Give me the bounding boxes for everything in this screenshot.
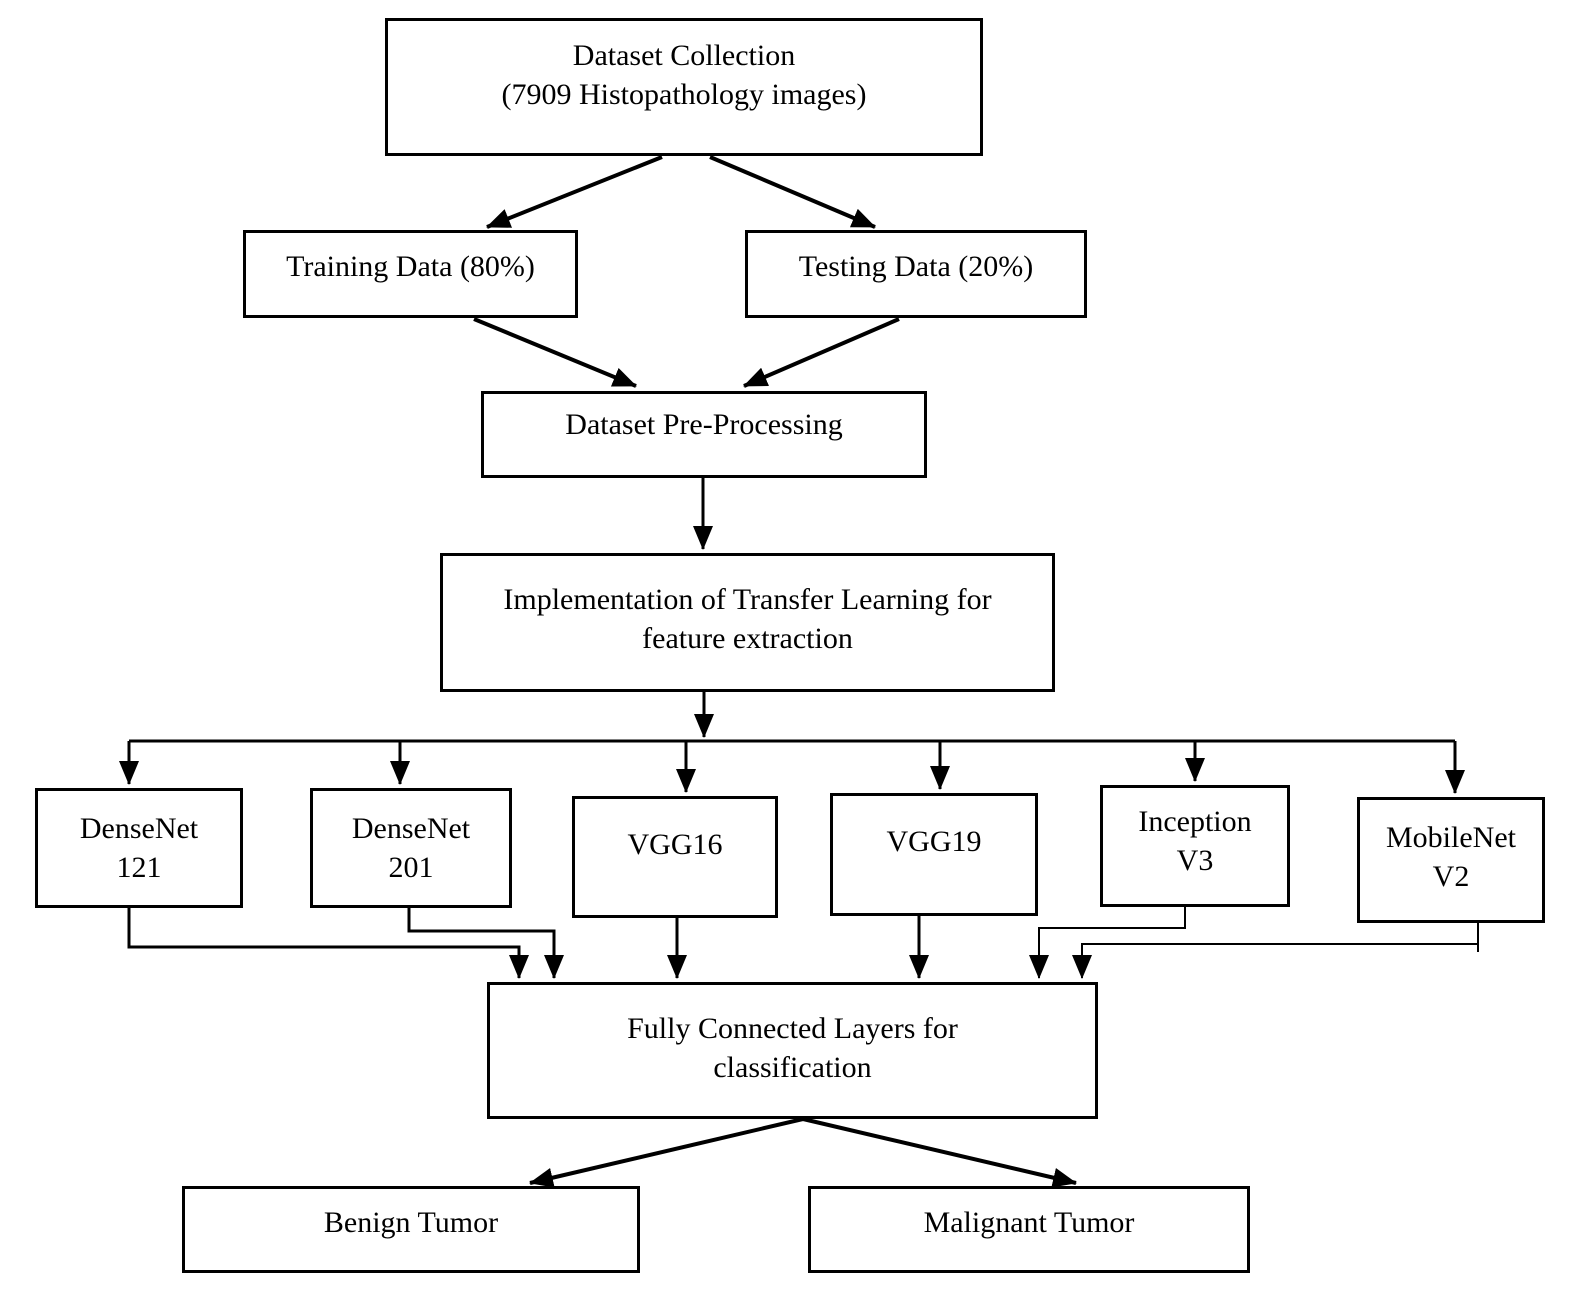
node-label: 201 <box>388 851 434 884</box>
node-label: Dataset Pre-Processing <box>565 408 843 441</box>
node-malignant-tumor: Malignant Tumor <box>808 1186 1250 1273</box>
node-label: MobileNet <box>1386 821 1516 854</box>
node-training-data: Training Data (80%) <box>243 230 578 318</box>
edge-fc-to-malignant-arrow <box>802 1117 1077 1188</box>
node-label: 121 <box>116 851 162 884</box>
edge-training-to-preprocessing-arrow <box>473 317 637 388</box>
node-label: DenseNet <box>79 812 199 845</box>
node-label: classification <box>713 1051 872 1084</box>
node-dataset-preprocessing: Dataset Pre-Processing <box>481 391 927 478</box>
node-testing-data: Testing Data (20%) <box>745 230 1087 318</box>
node-vgg16: VGG16 <box>572 796 778 918</box>
node-label: Dataset Collection <box>572 39 796 72</box>
node-label: Malignant Tumor <box>923 1206 1135 1239</box>
edge-densenet201-to-fc-arrow <box>407 908 564 979</box>
edge-collection-to-training-arrow <box>486 155 663 229</box>
node-benign-tumor: Benign Tumor <box>182 1186 640 1273</box>
node-label: DenseNet <box>351 812 471 845</box>
node-label: V3 <box>1176 844 1214 877</box>
node-label: Implementation of Transfer Learning for <box>503 583 992 616</box>
node-mobilenet-v2: MobileNet V2 <box>1357 797 1545 923</box>
edge-mobilenet-to-fc-arrow <box>1072 923 1479 979</box>
node-vgg19: VGG19 <box>830 793 1038 916</box>
node-label: Testing Data (20%) <box>798 250 1034 283</box>
node-transfer-learning: Implementation of Transfer Learning for … <box>440 553 1055 692</box>
edge-testing-to-preprocessing-arrow <box>743 317 900 388</box>
node-label: Training Data (80%) <box>286 250 535 283</box>
edge-densenet121-to-fc-arrow <box>127 908 529 979</box>
node-densenet121: DenseNet 121 <box>35 788 243 908</box>
node-inception-v3: Inception V3 <box>1100 785 1290 907</box>
node-label: VGG16 <box>627 828 723 861</box>
node-label: Fully Connected Layers for <box>627 1012 958 1045</box>
edge-inception-to-fc-arrow <box>1029 907 1186 979</box>
node-label: Inception <box>1138 805 1252 838</box>
node-fully-connected: Fully Connected Layers for classificatio… <box>487 982 1098 1119</box>
edge-collection-to-testing-arrow <box>709 155 876 229</box>
node-label: feature extraction <box>642 622 853 655</box>
node-label: (7909 Histopathology images) <box>501 78 867 111</box>
node-label: V2 <box>1432 860 1470 893</box>
node-label: Benign Tumor <box>323 1206 499 1239</box>
node-label: VGG19 <box>886 825 982 858</box>
node-densenet201: DenseNet 201 <box>310 788 512 908</box>
edge-fc-to-benign-arrow <box>529 1117 804 1188</box>
node-dataset-collection: Dataset Collection (7909 Histopathology … <box>385 18 983 156</box>
